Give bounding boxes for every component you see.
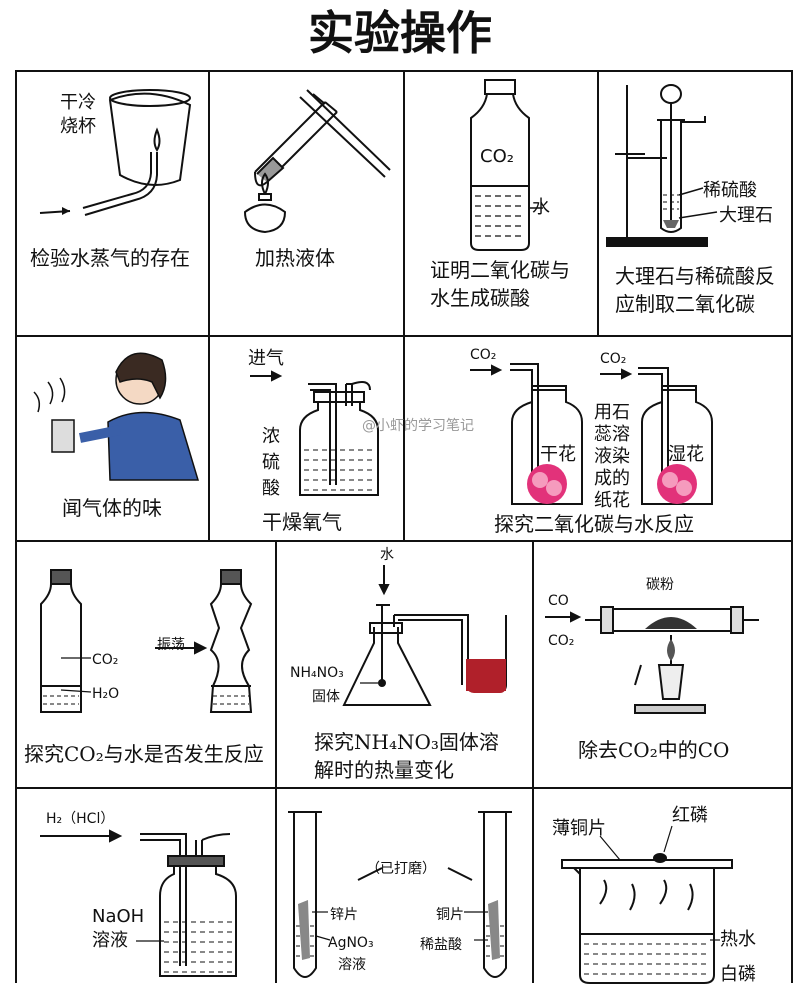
page-title: 实验操作 — [308, 6, 492, 60]
cell1-label-cup-2: 烧杯 — [60, 116, 96, 137]
cell3-label-water: 水 — [532, 197, 550, 218]
cell11-label-naoh-1: NaOH — [92, 906, 145, 927]
cell9-label-water: 水 — [380, 547, 394, 563]
cell13-label-cu: 薄铜片 — [552, 818, 606, 839]
cell7-label-note-5: 纸花 — [594, 490, 630, 511]
cell11-label-gas: H₂（HCl） — [46, 811, 115, 827]
cell6-label-in: 进气 — [248, 348, 284, 369]
cell10-label-co: CO — [548, 593, 569, 609]
grid-col-r2-1 — [208, 335, 210, 542]
cell9-label-solid-1: NH₄NO₃ — [290, 665, 344, 681]
grid-col-r1-1 — [208, 70, 210, 337]
cell12-diagram — [288, 811, 512, 978]
cell1-caption: 检验水蒸气的存在 — [30, 246, 190, 270]
cell9-caption-1: 探究NH₄NO₃固体溶 — [314, 730, 499, 754]
cell13-diagram — [561, 825, 733, 984]
cell13-label-whitep: 白磷 — [720, 964, 756, 985]
cell7-label-note-1: 用石 — [594, 402, 630, 423]
cell3-label-gas: CO₂ — [480, 146, 514, 167]
cell6-label-acid-3: 酸 — [262, 478, 280, 499]
cell4-diagram — [606, 84, 718, 247]
cell7-label-dry: 干花 — [540, 444, 576, 465]
cell8-label-h2o: H₂O — [92, 686, 120, 702]
cell7-label-co2-b: CO₂ — [600, 351, 627, 367]
grid-col-r3-1 — [275, 540, 277, 789]
cell7-diagram — [470, 363, 713, 505]
cell2-caption: 加热液体 — [255, 246, 335, 270]
cell7-label-note-2: 蕊溶 — [594, 424, 630, 445]
cell7-caption: 探究二氧化碳与水反应 — [494, 512, 694, 536]
cell8-label-co2: CO₂ — [92, 652, 119, 668]
cell10-diagram — [545, 606, 759, 714]
cell7-label-note-4: 成的 — [594, 468, 630, 489]
cell6-diagram — [250, 370, 379, 496]
cell5-diagram — [33, 352, 200, 481]
cell6-label-acid-1: 浓 — [262, 426, 280, 447]
cell9-label-solid-2: 固体 — [312, 689, 340, 705]
grid-col-r1-2 — [403, 70, 405, 337]
cell8-caption: 探究CO₂与水是否发生反应 — [24, 742, 264, 766]
cell8-diagram — [40, 569, 253, 713]
cell7-label-wet: 湿花 — [668, 444, 704, 465]
cell10-label-carbon: 碳粉 — [646, 577, 674, 593]
cell4-caption-2: 应制取二氧化碳 — [615, 292, 755, 316]
cell9-caption-2: 解时的热量变化 — [314, 758, 454, 782]
cell2-diagram — [243, 89, 391, 234]
grid-col-r2-2 — [403, 335, 405, 542]
cell11-label-naoh-2: 溶液 — [92, 930, 128, 951]
cell4-caption-1: 大理石与稀硫酸反 — [615, 264, 775, 288]
grid-col-r1-3 — [597, 70, 599, 337]
cell9-diagram — [342, 565, 507, 706]
cell1-label-cup-1: 干冷 — [60, 92, 96, 113]
cell1-diagram — [39, 89, 192, 216]
cell6-caption: 干燥氧气 — [262, 510, 342, 534]
cell8-label-shake: 振荡 — [157, 637, 185, 653]
cell6-label-acid-2: 硫 — [262, 452, 280, 473]
cell12-label-zn: 锌片 — [330, 907, 358, 923]
cell3-caption-1: 证明二氧化碳与 — [430, 258, 570, 282]
cell4-label-acid: 稀硫酸 — [703, 180, 757, 201]
cell5-caption: 闻气体的味 — [62, 496, 162, 520]
grid-col-r4-2 — [532, 787, 534, 983]
cell4-label-stone: 大理石 — [719, 205, 773, 226]
cell12-label-polish: （已打磨） — [366, 861, 436, 877]
cell12-label-agno3-1: AgNO₃ — [328, 935, 374, 951]
cell12-label-hcl: 稀盐酸 — [420, 937, 462, 953]
cell13-label-redp: 红磷 — [672, 805, 708, 826]
grid-border-left — [15, 70, 17, 983]
cell10-label-co2: CO₂ — [548, 633, 575, 649]
watermark-text: @小虾的学习笔记 — [362, 418, 474, 434]
grid-col-r4-1 — [275, 787, 277, 983]
cell3-caption-2: 水生成碳酸 — [430, 286, 530, 310]
cell13-label-hotwater: 热水 — [720, 929, 756, 950]
cell3-diagram — [470, 79, 543, 251]
grid-border-right — [791, 70, 793, 983]
cell12-label-agno3-2: 溶液 — [338, 957, 366, 973]
grid-col-r3-2 — [532, 540, 534, 789]
cell10-caption: 除去CO₂中的CO — [578, 738, 730, 762]
cell11-diagram — [40, 829, 237, 977]
grid-row-3 — [15, 787, 793, 789]
cell7-label-co2-a: CO₂ — [470, 347, 497, 363]
cell12-label-cu: 铜片 — [436, 907, 464, 923]
cell7-label-note-3: 液染 — [594, 446, 630, 467]
